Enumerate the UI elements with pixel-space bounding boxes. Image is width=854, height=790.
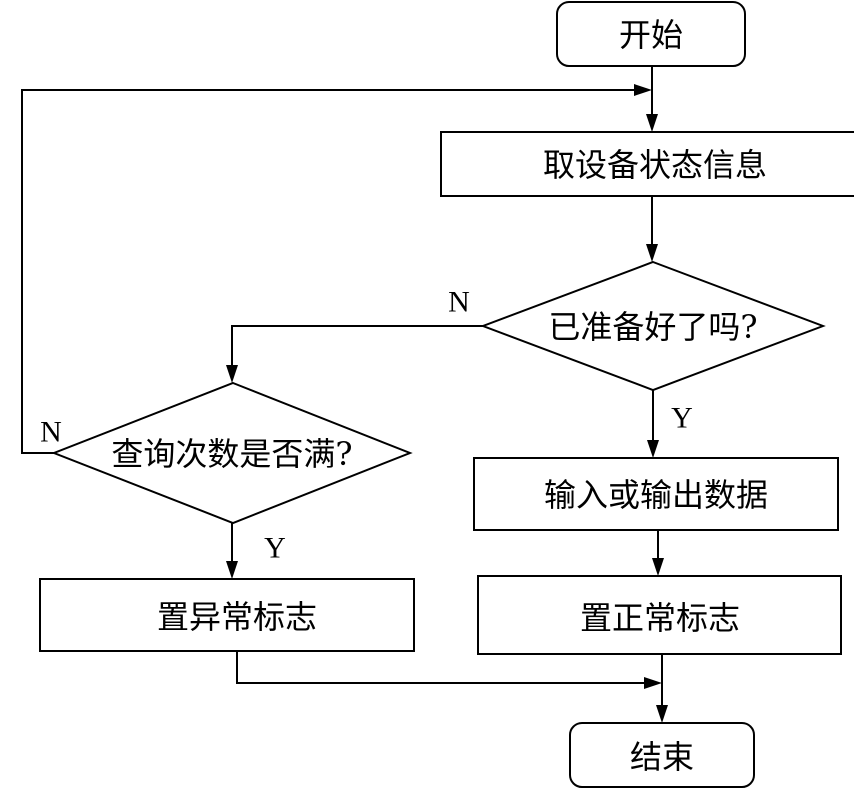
ready-yes-label: Y (671, 402, 693, 435)
edge-count-no-loop (21, 89, 634, 454)
arrowhead-icon (634, 84, 652, 96)
start-label: 开始 (619, 16, 683, 54)
set-normal-label: 置正常标志 (580, 599, 740, 637)
arrowhead-icon (226, 365, 238, 383)
edge-error-to-end (236, 651, 644, 684)
arrowhead-icon (656, 705, 668, 723)
count-no-label: N (40, 416, 62, 449)
edge-ready-no-to-count (231, 325, 483, 367)
set-normal-node (477, 575, 842, 655)
ready-check-label: 已准备好了吗? (548, 308, 757, 346)
arrowhead-icon (652, 558, 664, 576)
get-status-node (440, 131, 854, 197)
arrowhead-icon (644, 677, 662, 689)
count-check-label: 查询次数是否满? (111, 435, 352, 473)
get-status-label: 取设备状态信息 (543, 146, 767, 184)
arrowhead-icon (226, 561, 238, 579)
ready-no-label: N (448, 286, 470, 319)
io-data-node (473, 457, 839, 531)
arrowhead-icon (646, 244, 658, 262)
io-data-label: 输入或输出数据 (544, 476, 768, 514)
arrowhead-icon (646, 114, 658, 132)
set-error-label: 置异常标志 (157, 598, 317, 636)
end-label: 结束 (630, 738, 694, 776)
count-yes-label: Y (264, 532, 286, 565)
set-error-node (39, 578, 415, 652)
arrowhead-icon (647, 440, 659, 458)
